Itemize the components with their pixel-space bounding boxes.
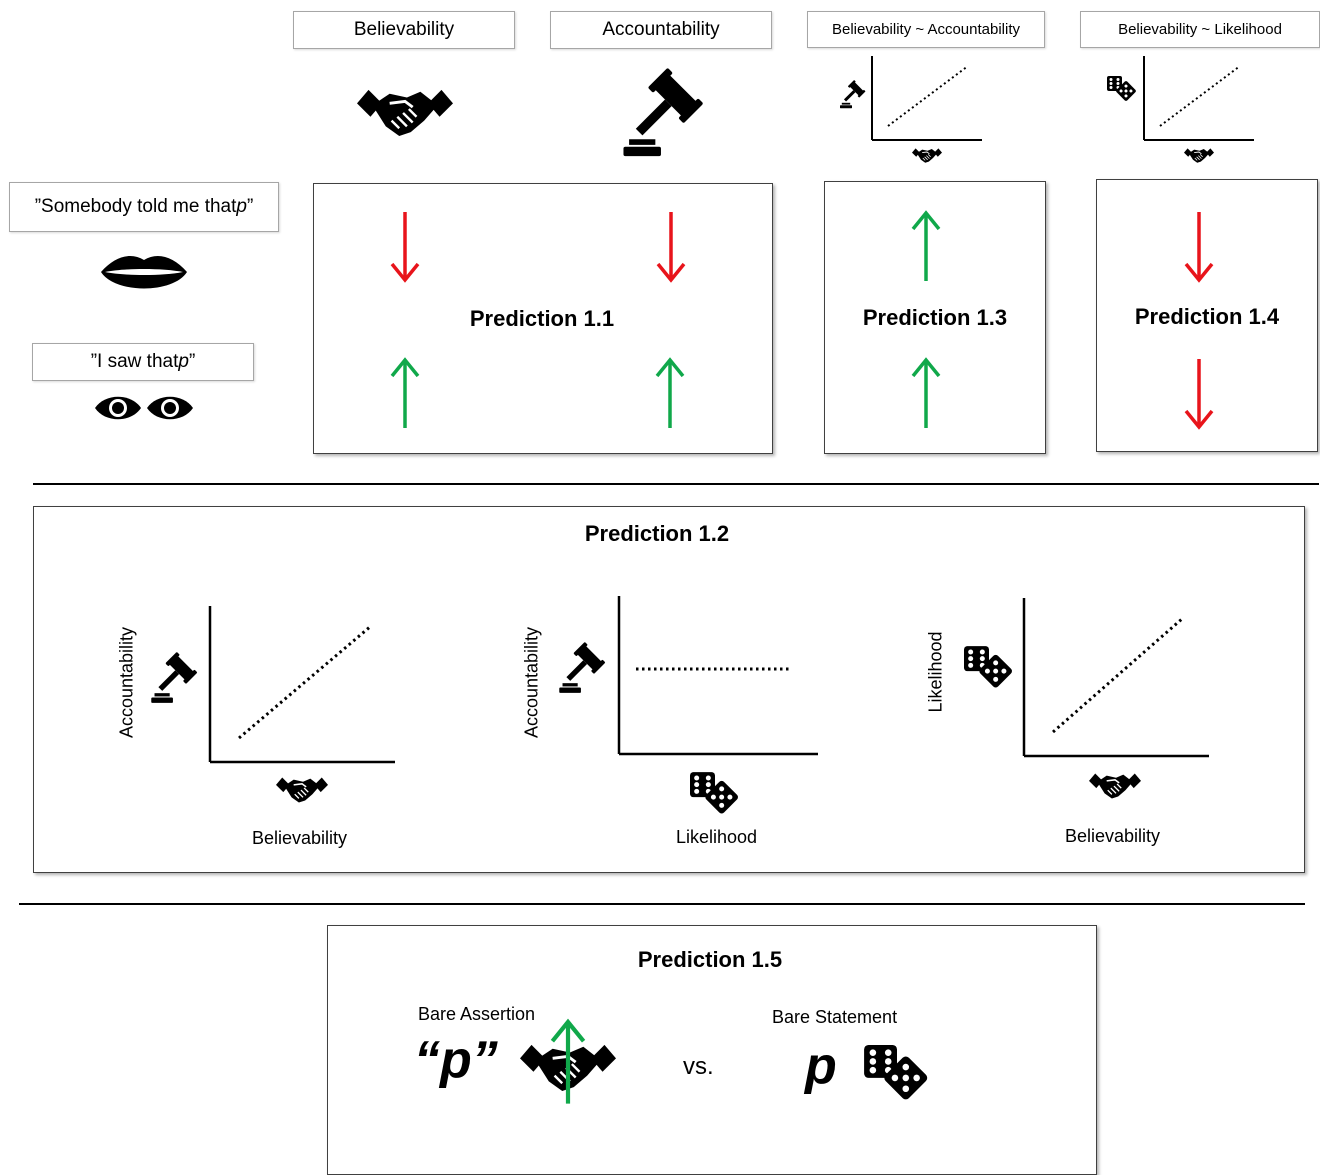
gavel-icon [621,67,704,157]
up-arrow-icon [568,1022,569,1023]
bare-assertion-label: Bare Assertion [418,1004,536,1024]
header-accountability-label: Accountability [550,11,772,49]
header-believability-label: Believability [293,11,515,49]
condition-told-label: ”Somebody told me that p” [9,182,279,232]
up-arrow-icon [911,211,941,283]
dice-icon [690,772,740,824]
up-arrow-icon [390,358,420,430]
gavel-icon [149,651,198,703]
eyes-icon [95,396,193,420]
down-arrow-icon [1184,210,1214,282]
condition-saw-label: ”I saw that p” [32,343,254,381]
prediction-1-2-title: Prediction 1.2 [584,521,730,546]
prediction-1-4-panel [1096,179,1318,452]
divider-2 [19,903,1305,905]
mini-chart-bel-acc [839,56,982,164]
plain-p: p [805,1037,837,1095]
divider-1 [33,483,1319,485]
chart-c-xlabel: Believability [1065,826,1161,846]
prediction-1-5-title: Prediction 1.5 [637,947,783,972]
chart-a-ylabel: Accountability [116,626,137,739]
up-arrow-icon [911,358,941,430]
chart-c-trend-line [1052,616,1184,734]
bare-statement-label: Bare Statement [772,1007,898,1027]
prediction-1-4-title: Prediction 1.4 [1134,304,1280,329]
handshake-icon [355,88,455,138]
chart-c-axes [1022,598,1209,758]
chart-c-ylabel: Likelihood [925,631,946,713]
down-arrow-icon [390,210,420,282]
prediction-1-3-title: Prediction 1.3 [862,305,1008,330]
header-bel-lik-label: Believability ~ Likelihood [1080,11,1320,48]
dice-icon [864,1045,930,1113]
handshake-icon [275,776,329,804]
prediction-1-2-panel [33,506,1305,873]
chart-b-xlabel: Likelihood [676,827,758,847]
chart-a-xlabel: Believability [252,828,348,848]
chart-a-trend-line [238,624,372,740]
quoted-p: “p” [414,1031,498,1089]
chart-a-axes [208,606,395,764]
prediction-1-5-panel [327,925,1097,1175]
mini-chart-bel-lik [1104,56,1254,164]
down-arrow-icon [656,210,686,282]
gavel-icon [557,641,606,693]
lips-icon [101,256,187,289]
header-bel-acc-label: Believability ~ Accountability [807,11,1045,48]
down-arrow-icon [1184,357,1214,429]
prediction-1-1-panel [313,183,773,454]
chart-b-axes [617,596,818,756]
handshake-icon [1088,772,1142,800]
dice-icon [964,646,1014,698]
prediction-1-1-title: Prediction 1.1 [469,306,615,331]
chart-b-ylabel: Accountability [521,626,542,739]
vs-label: vs. [683,1053,714,1080]
up-arrow-icon [655,358,685,430]
